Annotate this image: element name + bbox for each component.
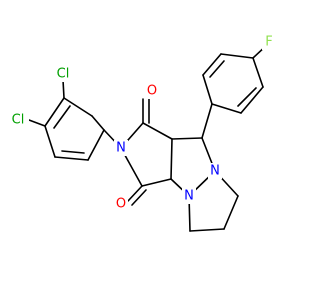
atom-label-cl: Cl [57, 67, 70, 82]
bond [202, 53, 222, 76]
bond [240, 86, 264, 114]
bond [171, 137, 203, 140]
bond [127, 185, 143, 202]
atom-n-imide: N [114, 140, 128, 156]
bond [201, 103, 213, 139]
atom-labels: Cl Cl O O N N N F [7, 34, 276, 212]
bond [87, 129, 105, 161]
bond [142, 122, 173, 140]
bond [44, 125, 56, 158]
bond [209, 60, 225, 78]
atom-label-n: N [210, 164, 220, 179]
bond [61, 150, 85, 154]
bond [237, 87, 257, 107]
bond [44, 97, 65, 127]
atom-label-o: O [116, 197, 126, 212]
bond [131, 189, 147, 206]
atom-n-bridge-left: N [182, 188, 196, 204]
atom-o-top: O [145, 83, 159, 99]
bond [170, 138, 173, 180]
bond [54, 156, 89, 161]
bond [223, 195, 239, 230]
atom-label-n: N [116, 141, 126, 156]
bond [63, 97, 93, 117]
bond [189, 228, 225, 232]
atom-f: F [262, 34, 276, 50]
atom-cl-top: Cl [52, 66, 74, 82]
bond [220, 53, 254, 59]
bond [211, 103, 242, 114]
bond [202, 74, 213, 105]
molecule-structure-diagram: Cl Cl O O N N N F [7, 34, 276, 232]
bond [141, 178, 172, 187]
atom-label-f: F [265, 35, 272, 50]
bond [91, 115, 105, 131]
atom-label-cl: Cl [12, 113, 25, 128]
bond [53, 105, 71, 129]
atom-label-n: N [184, 189, 194, 204]
atom-n-bridge-right: N [208, 163, 222, 179]
atom-label-o: O [147, 84, 157, 99]
atom-o-bottom: O [114, 196, 128, 212]
bond [252, 57, 264, 88]
bond [62, 79, 65, 99]
atom-cl-left: Cl [7, 112, 29, 128]
bond [28, 119, 46, 127]
